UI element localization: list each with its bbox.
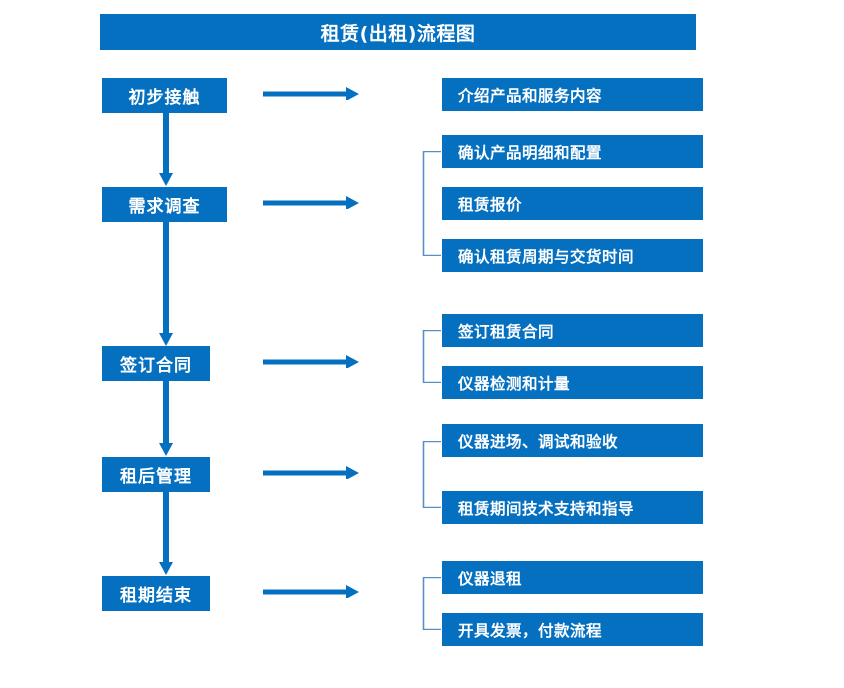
detail-box-4-1[interactable]: 仪器进场、调试和验收	[442, 424, 703, 457]
detail-box-2-3[interactable]: 确认租赁周期与交货时间	[442, 239, 703, 272]
stage-box-5[interactable]: 租期结束	[102, 576, 210, 611]
arrow-stage-2-to-details	[263, 196, 359, 209]
arrow-stage-1-to-stage-2	[159, 113, 173, 186]
arrow-stage-4-to-details	[263, 466, 359, 479]
detail-box-1-1[interactable]: 介绍产品和服务内容	[442, 78, 703, 111]
detail-box-2-2[interactable]: 租赁报价	[442, 187, 703, 220]
stage-box-2[interactable]: 需求调查	[102, 187, 227, 222]
arrow-stage-3-to-stage-4	[159, 381, 173, 456]
detail-box-5-2[interactable]: 开具发票，付款流程	[442, 613, 703, 646]
arrow-stage-4-to-stage-5	[159, 492, 173, 575]
bracket-5	[422, 577, 441, 630]
detail-box-5-1[interactable]: 仪器退租	[442, 561, 703, 594]
arrow-stage-3-to-details	[263, 355, 359, 368]
detail-box-3-1[interactable]: 签订租赁合同	[442, 314, 703, 347]
arrow-stage-1-to-details	[263, 87, 359, 100]
arrow-stage-5-to-details	[263, 585, 359, 598]
bracket-4	[422, 441, 441, 508]
detail-box-3-2[interactable]: 仪器检测和计量	[442, 366, 703, 399]
stage-box-3[interactable]: 签订合同	[102, 346, 210, 381]
bracket-3	[422, 330, 441, 383]
stage-box-1[interactable]: 初步接触	[102, 78, 227, 113]
arrow-stage-2-to-stage-3	[159, 222, 173, 346]
stage-box-4[interactable]: 租后管理	[102, 457, 210, 492]
detail-box-4-2[interactable]: 租赁期间技术支持和指导	[442, 491, 703, 524]
page-title: 租赁(出租)流程图	[100, 14, 696, 50]
detail-box-2-1[interactable]: 确认产品明细和配置	[442, 135, 703, 168]
bracket-2	[422, 151, 441, 256]
